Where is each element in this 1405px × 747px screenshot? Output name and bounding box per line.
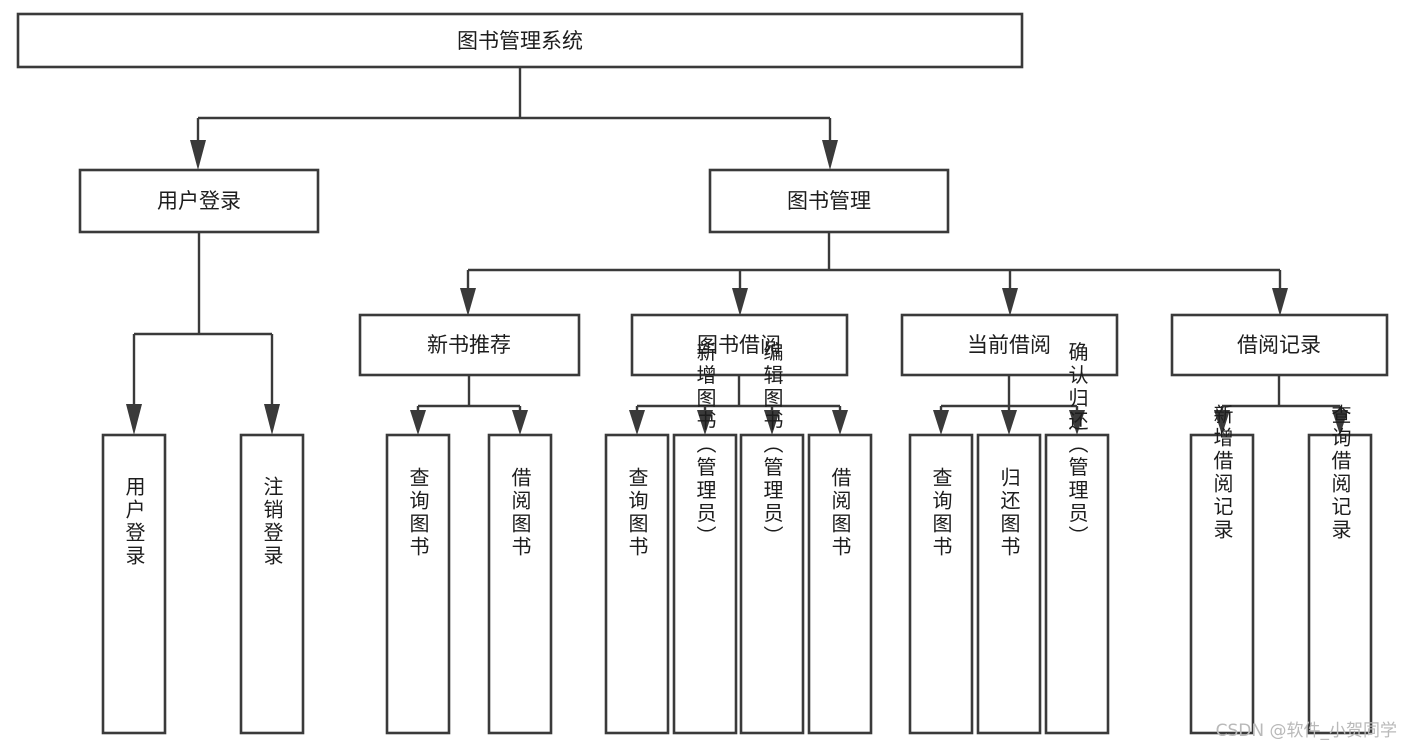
arrowhead-bb-leaf-3	[764, 410, 780, 435]
leaf-label-rr-query-record: 查询借阅记录	[1328, 404, 1352, 542]
leaf-label-rr-add-record: 新增借阅记录	[1210, 404, 1234, 542]
leaf-box-user-login[interactable]	[101, 433, 167, 735]
arrowhead-nb-leaf-1	[410, 410, 426, 435]
arrowhead-cb-leaf-1	[933, 410, 949, 435]
node-current-borrow[interactable]: 当前借阅	[900, 313, 1119, 377]
leaf-label-bb-edit-book: 编辑图书（管理员）	[760, 341, 784, 548]
arrowhead-cb-leaf-2	[1001, 410, 1017, 435]
node-root[interactable]: 图书管理系统	[16, 12, 1024, 69]
node-borrow-record-label: 借阅记录	[1237, 333, 1321, 357]
node-new-book-recommend[interactable]: 新书推荐	[358, 313, 581, 377]
node-root-box[interactable]	[16, 12, 1024, 69]
leaf-box-bb-borrow-book[interactable]	[807, 433, 873, 735]
leaf-box-bb-edit-book[interactable]	[739, 433, 805, 735]
node-user-login[interactable]: 用户登录	[78, 168, 320, 234]
leaf-box-nb-borrow-book[interactable]	[487, 433, 553, 735]
arrowhead-rr-leaf-2	[1332, 410, 1348, 435]
node-root-label: 图书管理系统	[457, 29, 583, 53]
node-borrow-record[interactable]: 借阅记录	[1170, 313, 1389, 377]
node-new-book-recommend-label: 新书推荐	[427, 333, 511, 357]
node-user-login-box[interactable]	[78, 168, 320, 234]
leaf-box-bb-add-book[interactable]	[672, 433, 738, 735]
leaf-label-bb-borrow-book: 借阅图书	[828, 467, 852, 559]
node-book-management-box[interactable]	[708, 168, 950, 234]
node-book-borrow-box[interactable]	[630, 313, 849, 377]
arrowhead-bb-leaf-1	[629, 410, 645, 435]
leaf-label-nb-borrow-book: 借阅图书	[508, 467, 532, 559]
leaf-box-cb-confirm-return[interactable]	[1044, 433, 1110, 735]
arrowhead-bb-leaf-2	[697, 410, 713, 435]
arrowhead-rr-leaf-1	[1214, 410, 1230, 435]
arrowhead-borrow-record	[1272, 288, 1288, 316]
node-borrow-record-box[interactable]	[1170, 313, 1389, 377]
leaf-label-user-login: 用户登录	[122, 476, 146, 568]
arrowhead-bb-leaf-4	[832, 410, 848, 435]
connector-layer	[126, 67, 1348, 435]
leaf-label-cb-return-book: 归还图书	[997, 467, 1021, 559]
leaf-label-cb-confirm-return: 确认归还（管理员）	[1065, 341, 1089, 548]
leaf-label-cb-query-book: 查询图书	[929, 467, 953, 559]
node-book-borrow-label: 图书借阅	[697, 333, 781, 357]
arrowhead-leaf-logout	[264, 404, 280, 435]
arrowhead-book-manage	[822, 140, 838, 170]
leaf-label-bb-query-book: 查询图书	[625, 467, 649, 559]
leaf-box-layer	[101, 433, 1373, 735]
node-book-management[interactable]: 图书管理	[708, 168, 950, 234]
node-book-borrow[interactable]: 图书借阅	[630, 313, 849, 377]
arrowhead-nb-leaf-2	[512, 410, 528, 435]
node-new-book-recommend-box[interactable]	[358, 313, 581, 377]
arrowhead-book-borrow	[732, 288, 748, 316]
node-user-login-label: 用户登录	[157, 189, 241, 213]
leaf-box-cb-return-book[interactable]	[976, 433, 1042, 735]
leaf-box-rr-query-record[interactable]	[1307, 433, 1373, 735]
leaf-box-cb-query-book[interactable]	[908, 433, 974, 735]
arrowhead-current-borrow	[1002, 288, 1018, 316]
node-current-borrow-label: 当前借阅	[967, 333, 1051, 357]
leaf-box-bb-query-book[interactable]	[604, 433, 670, 735]
leaf-box-logout[interactable]	[239, 433, 305, 735]
arrowhead-user-login	[190, 140, 206, 170]
arrowhead-leaf-user-login	[126, 404, 142, 435]
leaf-label-bb-add-book: 新增图书（管理员）	[693, 341, 717, 548]
node-current-borrow-box[interactable]	[900, 313, 1119, 377]
leaf-box-nb-query-book[interactable]	[385, 433, 451, 735]
leaf-label-layer: 用户登录 注销登录 查询图书 借阅图书 查询图书 新增图书（管理员） 编辑图书（…	[122, 341, 1352, 568]
leaf-box-rr-add-record[interactable]	[1189, 433, 1255, 735]
leaf-label-nb-query-book: 查询图书	[406, 467, 430, 559]
node-book-management-label: 图书管理	[787, 189, 871, 213]
leaf-label-logout: 注销登录	[260, 476, 284, 568]
arrowhead-cb-leaf-3	[1069, 410, 1085, 435]
arrowhead-new-book-rec	[460, 288, 476, 316]
